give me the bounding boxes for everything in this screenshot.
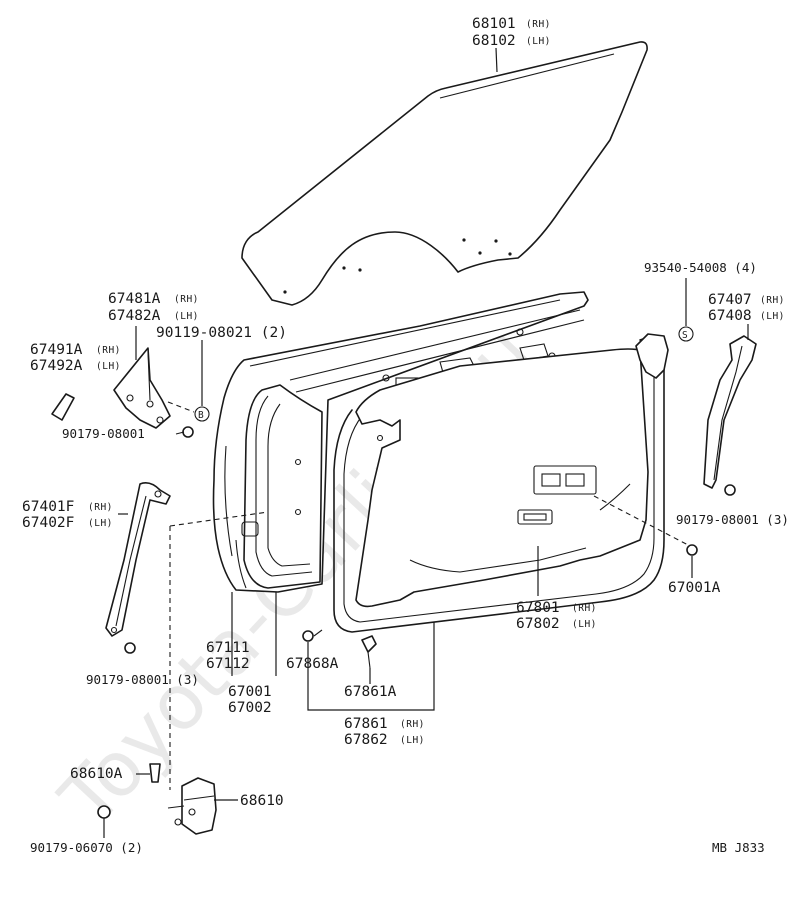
- label-channel-lh: 67402F: [22, 515, 74, 531]
- tag-glass-lh: (LH): [526, 36, 551, 47]
- nut-top: [175, 426, 194, 438]
- label-trim-rh: 67801: [516, 600, 560, 616]
- svg-text:S: S: [682, 330, 688, 341]
- tag-cover-lh: (LH): [96, 361, 121, 372]
- clip-67868a: [302, 629, 323, 642]
- front-sash: [113, 347, 171, 429]
- tag-weather-rh: (RH): [400, 719, 425, 730]
- label-trim-lh: 67802: [516, 616, 560, 632]
- label-screw-s: 93540-54008 (4): [644, 260, 757, 275]
- bracket-clips: [307, 622, 435, 711]
- label-nut-bottom: 90179-06070 (2): [30, 840, 143, 855]
- bracket-panel: [231, 592, 277, 676]
- latch-bracket: [635, 333, 669, 379]
- label-rear-channel-lh: 67408: [708, 308, 752, 324]
- label-panel-b: 67112: [206, 656, 250, 672]
- label-clip-b: 67861A: [344, 684, 397, 700]
- nut-right: [724, 484, 736, 496]
- door-trim: [355, 348, 649, 608]
- tag-glass-rh: (RH): [526, 19, 551, 30]
- tag-trim-lh: (LH): [572, 619, 597, 630]
- label-glass-lh: 68102: [472, 33, 516, 49]
- rear-run-channel: [703, 335, 757, 489]
- label-channel-rh: 67401F: [22, 499, 74, 515]
- label-nut-left: 90179-08001 (3): [86, 672, 199, 687]
- label-weather-lh: 67862: [344, 732, 388, 748]
- tag-channel-rh: (RH): [88, 502, 113, 513]
- plug: [686, 544, 698, 556]
- label-door-a: 67001: [228, 684, 272, 700]
- label-sash-rh: 67481A: [108, 291, 161, 307]
- marker-s: S: [678, 326, 694, 342]
- clip-67861a: [361, 635, 377, 669]
- label-check: 68610: [240, 793, 284, 809]
- label-bolt-b: 90119-08021 (2): [156, 325, 287, 341]
- tag-sash-lh: (LH): [174, 311, 199, 322]
- label-clip-a: 67868A: [286, 656, 339, 672]
- door-shell: [212, 291, 589, 593]
- tag-rear-channel-lh: (LH): [760, 311, 785, 322]
- marker-b: B: [194, 406, 210, 422]
- check-pin: [149, 763, 161, 783]
- label-cover-rh: 67491A: [30, 342, 83, 358]
- tag-weather-lh: (LH): [400, 735, 425, 746]
- tag-cover-rh: (RH): [96, 345, 121, 356]
- diagram-code: MB J833: [712, 840, 765, 855]
- label-cover-lh: 67492A: [30, 358, 83, 374]
- label-rear-channel-rh: 67407: [708, 292, 752, 308]
- label-plug: 67001A: [668, 580, 721, 596]
- label-sash-lh: 67482A: [108, 308, 161, 324]
- label-weather-rh: 67861: [344, 716, 388, 732]
- nut-left: [124, 642, 136, 654]
- tag-sash-rh: (RH): [174, 294, 199, 305]
- door-glass: [241, 41, 648, 306]
- tag-trim-rh: (RH): [572, 603, 597, 614]
- label-nut-right: 90179-08001 (3): [676, 512, 789, 527]
- tag-channel-lh: (LH): [88, 518, 113, 529]
- label-door-b: 67002: [228, 700, 272, 716]
- label-nut-top: 90179-08001: [62, 426, 145, 441]
- svg-text:B: B: [198, 410, 204, 421]
- door-check: [167, 777, 217, 835]
- tag-rear-channel-rh: (RH): [760, 295, 785, 306]
- corner-cover: [51, 393, 75, 421]
- label-glass-rh: 68101: [472, 16, 516, 32]
- front-run-channel: [105, 482, 171, 637]
- nut-bottom: [97, 805, 111, 819]
- label-panel-a: 67111: [206, 640, 250, 656]
- label-pin: 68610A: [70, 766, 123, 782]
- leader-glass: [495, 47, 498, 73]
